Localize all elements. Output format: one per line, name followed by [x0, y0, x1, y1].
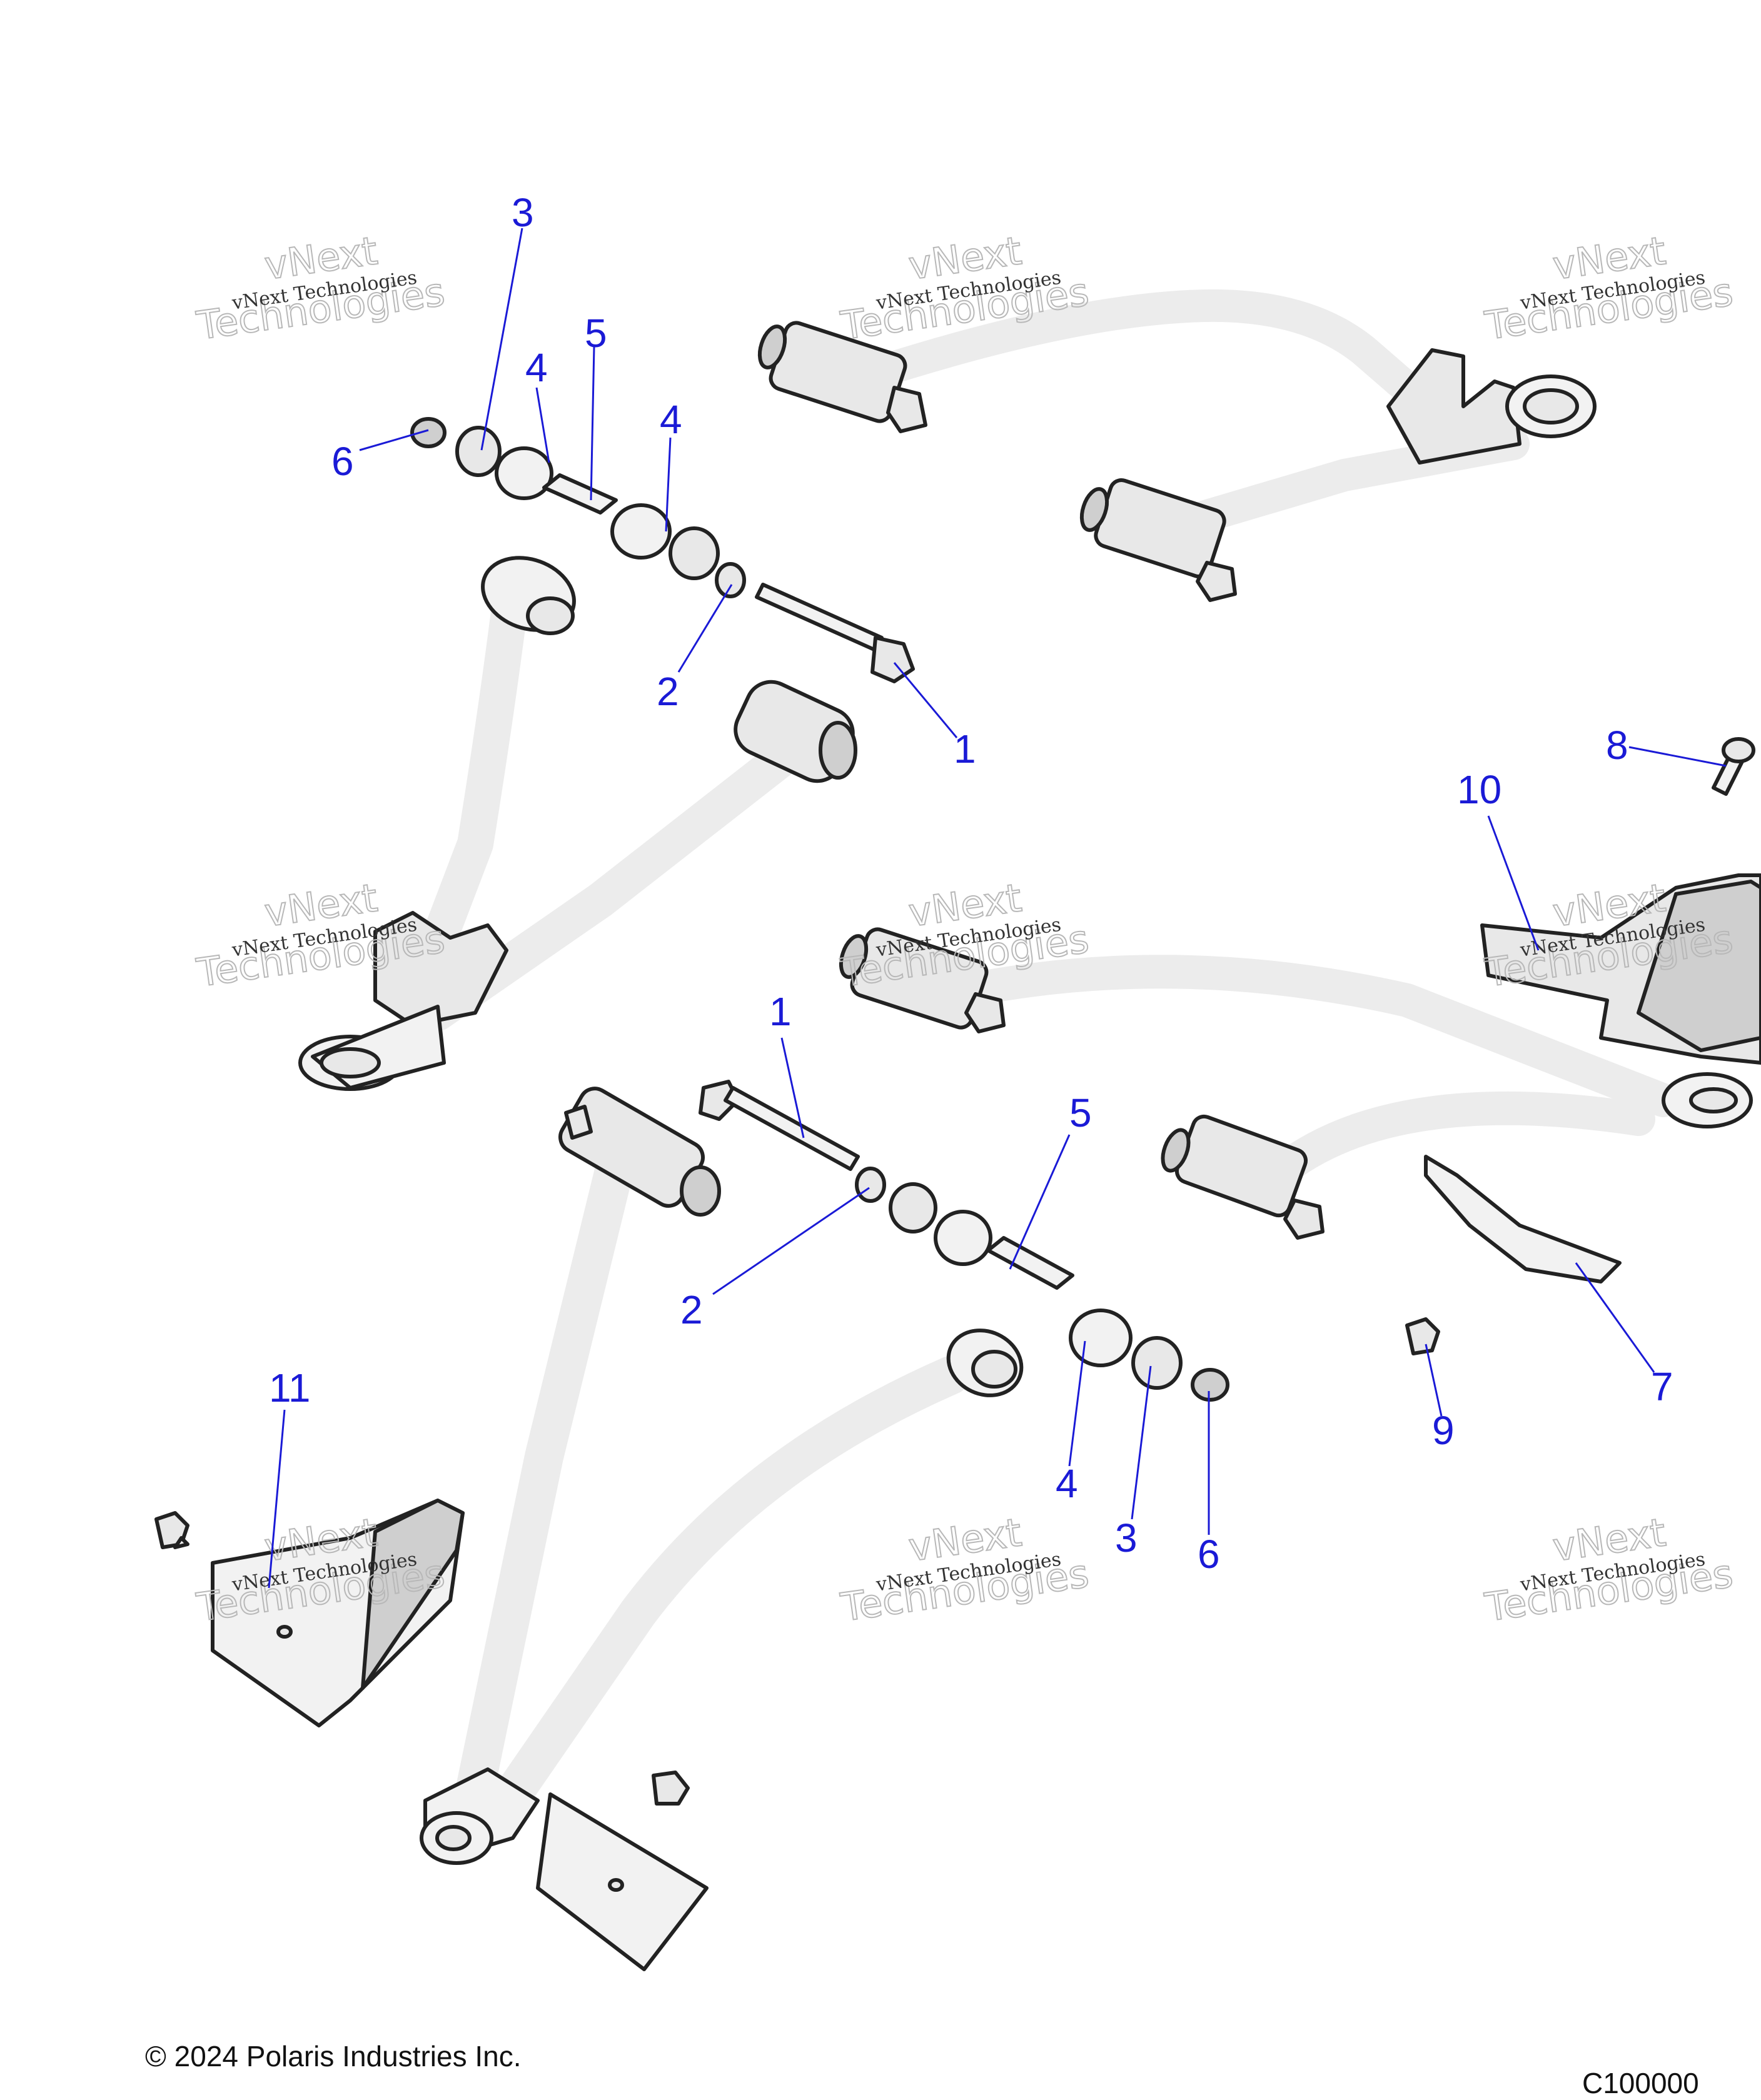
copyright-notice: © 2024 Polaris Industries Inc. — [145, 2040, 522, 2072]
leader-4-upper-a — [535, 387, 550, 463]
callout-5-lower: 5 — [1069, 1090, 1092, 1135]
nut-6-upper — [410, 417, 447, 448]
bolt-1-lower-shaft — [724, 1086, 860, 1171]
callout-3-lower: 3 — [1115, 1515, 1138, 1560]
callout-4-lower: 4 — [1056, 1461, 1078, 1506]
nut-lower-center — [652, 1771, 690, 1806]
lower-a-arm-right — [839, 927, 1753, 1240]
sleeve-5-lower — [986, 1236, 1074, 1290]
washer-3-upper-b — [669, 526, 720, 580]
leader-1-lower — [780, 1037, 805, 1138]
upper-hardware-stack — [410, 417, 915, 683]
bolt-11-fastener — [154, 1511, 189, 1549]
leader-7 — [1575, 1262, 1655, 1373]
guard-7 — [1424, 1155, 1622, 1284]
callout-6-lower: 6 — [1198, 1532, 1220, 1577]
figure-code: C100000 — [1582, 2067, 1699, 2099]
callout-4-upper-a: 4 — [525, 345, 548, 390]
callout-labels: 3 4 5 4 6 2 1 8 10 1 5 2 11 4 3 6 9 7 — [269, 190, 1673, 1577]
callout-1-upper: 1 — [954, 726, 976, 771]
leader-10 — [1487, 815, 1540, 951]
leader-2-lower — [712, 1187, 870, 1295]
callout-3-upper: 3 — [512, 190, 534, 235]
sleeve-5-upper — [542, 473, 618, 515]
leader-9 — [1425, 1344, 1443, 1417]
nut-6-lower — [1191, 1368, 1229, 1402]
leader-5-upper — [590, 346, 595, 501]
callout-10: 10 — [1457, 767, 1501, 812]
callout-7: 7 — [1651, 1364, 1673, 1409]
lower-hardware-stack — [699, 1080, 1229, 1402]
leader-2-upper — [677, 584, 733, 673]
washer-2-upper — [715, 562, 746, 598]
leader-8 — [1628, 746, 1727, 767]
bushing-4-upper-a — [495, 446, 553, 500]
nut-9 — [1405, 1317, 1440, 1355]
leader-6-upper — [359, 429, 429, 451]
bolt-1-upper-shaft — [755, 583, 884, 652]
bushing-4-lower-b — [1069, 1309, 1133, 1367]
leader-4-upper-b — [665, 437, 672, 532]
lower-a-arm-left — [420, 1087, 1024, 1865]
washer-3-upper — [455, 426, 502, 477]
callout-2-lower: 2 — [680, 1287, 703, 1332]
leader-4-lower — [1068, 1340, 1086, 1467]
leader-lines — [268, 228, 1727, 1589]
leader-5-lower — [1009, 1134, 1071, 1270]
callout-8: 8 — [1606, 723, 1628, 768]
washer-3-lower-b — [1131, 1336, 1183, 1390]
bolt-8 — [1712, 737, 1755, 796]
bushing-4-upper-b — [610, 503, 672, 560]
callout-2-upper: 2 — [657, 669, 679, 714]
callout-1-lower: 1 — [769, 989, 792, 1034]
leader-3-upper — [480, 228, 523, 451]
bracket-11-guard — [211, 1499, 465, 1727]
leader-3-lower — [1131, 1365, 1152, 1520]
upper-a-arm-left — [298, 556, 857, 1091]
washer-2-lower — [855, 1167, 886, 1203]
bolt-1-upper-head — [870, 636, 915, 683]
callout-4-upper-b: 4 — [660, 397, 682, 442]
bushing-4-lower-a — [934, 1210, 992, 1266]
lower-skid-plate — [536, 1792, 709, 1971]
leader-11 — [268, 1409, 286, 1589]
bracket-10-guard — [1480, 873, 1761, 1065]
bolt-1-lower-head — [699, 1080, 740, 1121]
callout-9: 9 — [1432, 1408, 1455, 1453]
callout-11: 11 — [269, 1365, 310, 1410]
washer-3-lower-a — [889, 1182, 937, 1233]
callout-5-upper: 5 — [585, 311, 607, 356]
callout-6-upper: 6 — [331, 439, 354, 484]
leader-1-upper — [893, 662, 958, 738]
upper-a-arm-upper — [757, 289, 1597, 602]
